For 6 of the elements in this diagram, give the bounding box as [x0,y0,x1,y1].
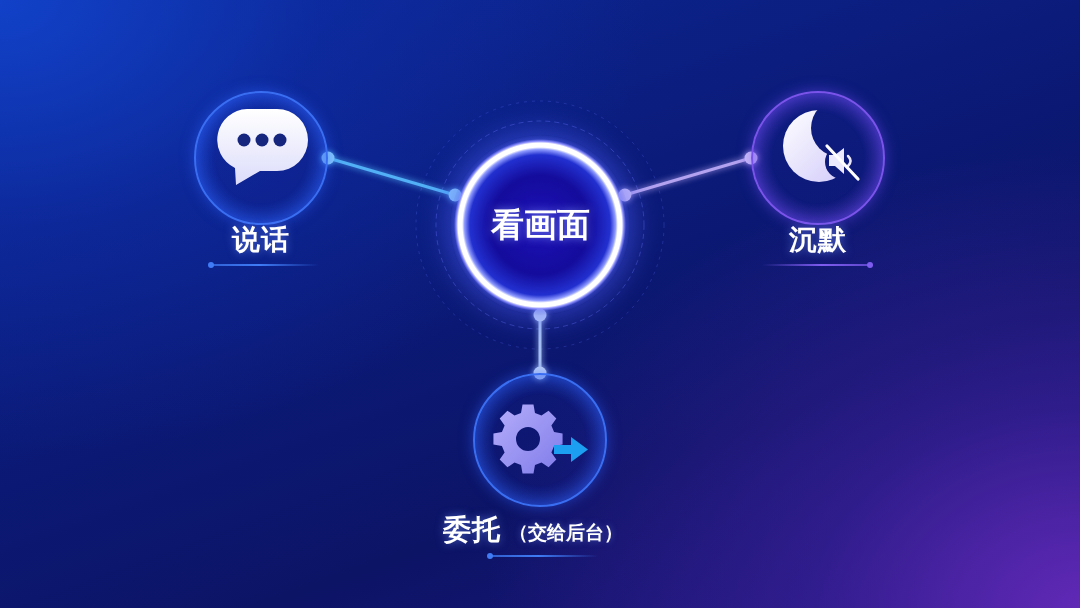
hub-label: 看画面 [490,203,590,246]
node-label: 委托 [442,512,501,548]
node-label: 说话 [232,222,290,258]
node-note: （交给后台） [508,520,623,545]
node-label: 沉默 [789,222,847,258]
glowing-ring [450,135,630,315]
